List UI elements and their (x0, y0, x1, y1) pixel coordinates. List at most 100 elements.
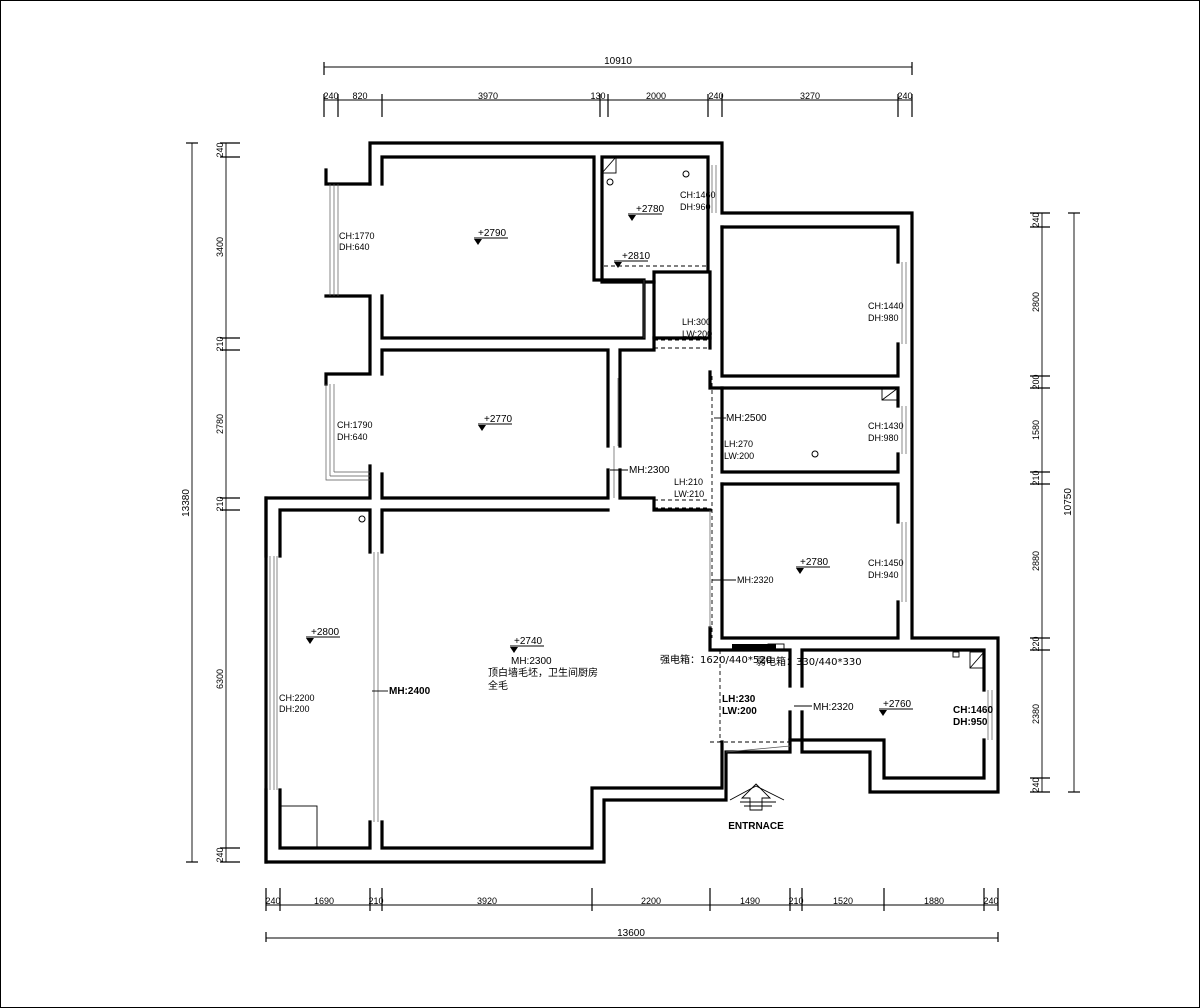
kitchen-wall-lower (800, 710, 986, 780)
bottom-segment-dimensions: 240 1690 210 3920 2200 1490 210 1520 188… (265, 888, 999, 911)
left-seg-5: 210 (215, 496, 225, 511)
bath-top-lower-elevation: +2810 (622, 251, 651, 262)
window-right-low-dh: DH:940 (868, 570, 899, 580)
window-balcony-dh: DH:200 (279, 704, 310, 714)
corridor-wall-top (652, 270, 712, 340)
bath-top-drain-icon (606, 178, 614, 186)
window-left-mid-dh: DH:640 (337, 432, 368, 442)
top-total-dimension: 10910 (323, 56, 913, 75)
right-seg-1: 240 (1031, 212, 1041, 227)
top-seg-7: 3270 (800, 91, 820, 101)
electrical-panel (732, 644, 776, 650)
electrical-panel-outline (767, 643, 785, 651)
level-marker-top-bedroom: +2790 (474, 228, 508, 245)
bath-top-light-icon (682, 170, 690, 178)
mid-bedroom-wall-lower (380, 468, 610, 500)
level-marker-balcony: +2800 (306, 627, 340, 644)
left-seg-3: 210 (215, 336, 225, 351)
level-marker-mid-bedroom: +2770 (478, 414, 513, 431)
right-seg-9: 240 (1031, 777, 1041, 792)
storage-cabinet (279, 805, 318, 849)
living-elevation: +2740 (514, 636, 543, 647)
bath-top-elevation: +2780 (636, 204, 665, 215)
left-seg-7: 240 (215, 847, 225, 862)
level-marker-kitchen: +2760 (879, 699, 913, 716)
opening-labels: LH:300 LW:200 LH:270 LW:200 LH:210 LW:21… (674, 317, 757, 717)
outer-wall-left-mid (324, 294, 372, 386)
entrance-label: ENTRNACE (728, 821, 784, 832)
fixtures (358, 156, 985, 669)
right-low-bedroom-wall-lower (720, 482, 900, 640)
right-seg-8: 2380 (1031, 704, 1041, 724)
bottom-seg-9: 1880 (924, 896, 944, 906)
balcony-wall (278, 508, 372, 558)
top-seg-8: 240 (897, 91, 912, 101)
right-top-bedroom-wall (720, 225, 900, 264)
mid-bedroom-elevation: +2770 (484, 414, 513, 425)
window-kitchen-ch: CH:1460 (953, 705, 993, 716)
right-segment-dimensions: 240 2800 200 1580 210 2880 220 2380 240 (1030, 212, 1050, 793)
kitchen-wall (800, 648, 986, 692)
bottom-seg-7: 210 (788, 896, 803, 906)
kitchen-elevation: +2760 (883, 699, 912, 710)
opening-corr-low-lw: LW:210 (674, 489, 704, 499)
living-note-line1: 顶白墙毛坯，卫生间厨房 (488, 666, 598, 679)
balcony-wall-lower (278, 788, 372, 850)
window-right-top-dh: DH:980 (868, 313, 899, 323)
top-seg-1: 240 (323, 91, 338, 101)
top-segment-dimensions: 240 820 3970 130 2000 240 3270 240 (323, 91, 913, 117)
bottom-seg-2: 1690 (314, 896, 334, 906)
right-seg-3: 200 (1031, 374, 1041, 389)
outer-wall-left-top (264, 141, 1000, 864)
window-right-top-ch: CH:1440 (868, 301, 904, 311)
living-door-height: MH:2300 (511, 656, 552, 667)
kitchen-corner-icon (969, 651, 985, 669)
right-low-bedroom-elevation: +2780 (800, 557, 829, 568)
top-bedroom-wall (380, 155, 646, 340)
left-total-label: 13380 (181, 489, 192, 517)
entrance-marker: ENTRNACE (728, 783, 785, 832)
top-seg-2: 820 (352, 91, 367, 101)
balcony-elevation: +2800 (311, 627, 340, 638)
window-bath-top-dh: DH:960 (680, 202, 711, 212)
level-marker-bath-top-lower: +2810 (614, 251, 651, 268)
bottom-total-dimension: 13600 (265, 928, 999, 942)
top-seg-3: 3970 (478, 91, 498, 101)
window-kitchen-dh: DH:950 (953, 717, 988, 728)
openings (604, 265, 791, 753)
window-left-top-dh: DH:640 (339, 242, 370, 252)
mid-bedroom-wall (380, 348, 610, 448)
window-right-low-ch: CH:1450 (868, 558, 904, 568)
kitchen-outlet-icon (952, 651, 960, 658)
level-marker-bath-top: +2780 (628, 204, 665, 221)
right-seg-7: 220 (1031, 636, 1041, 651)
window-balcony-ch: CH:2200 (279, 693, 315, 703)
top-seg-5: 2000 (646, 91, 666, 101)
level-marker-right-low-bedroom: +2780 (796, 557, 830, 574)
door-height-2300-mid: MH:2300 (629, 465, 670, 476)
right-seg-4: 1580 (1031, 420, 1041, 440)
right-seg-2: 2800 (1031, 292, 1041, 312)
right-total-dimension: 10750 (1063, 212, 1080, 793)
bottom-seg-10: 240 (983, 896, 998, 906)
bottom-seg-1: 240 (265, 896, 280, 906)
bottom-total-label: 13600 (617, 928, 645, 939)
entrance-arrow-icon (740, 783, 772, 811)
right-bath-shower-icon (881, 387, 899, 401)
door-height-2320-kitchen: MH:2320 (813, 702, 854, 713)
right-bath-light-icon (811, 450, 819, 458)
window-right-mid-ch: CH:1430 (868, 421, 904, 431)
window-bath-top-ch: CH:1460 (680, 190, 716, 200)
balcony-drain-icon (358, 515, 366, 523)
weak-electric-box-label: 弱电箱：330/440*330 (756, 655, 862, 668)
living-wall-left (380, 508, 610, 554)
right-seg-5: 210 (1031, 470, 1041, 485)
outer-wall-left-upper (324, 168, 372, 186)
top-bedroom-elevation: +2790 (478, 228, 507, 239)
walls (264, 141, 1000, 864)
top-total-label: 10910 (604, 56, 632, 67)
living-note-line2: 全毛 (488, 679, 508, 692)
opening-corr-low-lh: LH:210 (674, 477, 703, 487)
opening-corr-top-lw: LW:200 (682, 329, 712, 339)
